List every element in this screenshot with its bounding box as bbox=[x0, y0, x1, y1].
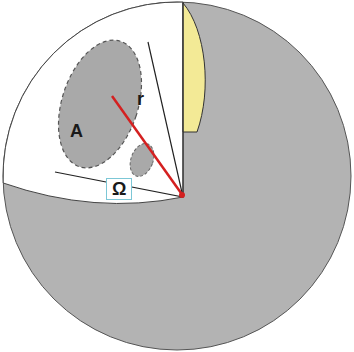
area-label: A bbox=[70, 122, 83, 140]
yellow-slice bbox=[183, 3, 205, 132]
solid-angle-label: Ω bbox=[106, 178, 132, 200]
cut-octant bbox=[3, 2, 183, 203]
small-patch bbox=[126, 140, 158, 179]
sphere bbox=[3, 2, 351, 350]
radius-label: r bbox=[137, 90, 144, 108]
axis-line bbox=[182, 2, 183, 197]
center-point bbox=[179, 192, 185, 198]
